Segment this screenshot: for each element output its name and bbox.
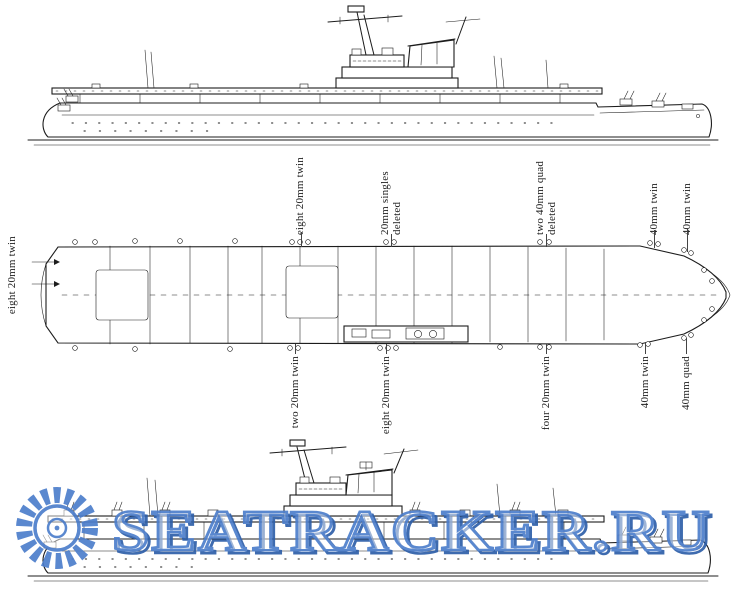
- leader-line: [686, 338, 687, 354]
- leader-line: [386, 344, 387, 354]
- annotation-bottom-4: 40mm twin: [639, 356, 651, 409]
- annotation-bottom-2: eight 20mm twin: [380, 356, 392, 435]
- side-profile-top-drawing: [27, 5, 719, 146]
- leader-line: [687, 228, 688, 252]
- gun-mounts-top-edge: [72, 238, 694, 256]
- leader-line: [546, 344, 547, 354]
- annotation-top-1: eight 20mm twin: [294, 156, 306, 235]
- sun-logo-icon: [16, 487, 98, 569]
- gun-mounts-bottom-edge: [72, 332, 694, 352]
- leader-line: [301, 232, 302, 247]
- annotation-bottom-1: two 20mm twin: [289, 356, 301, 429]
- watermark: SEATRACKER.RU SEATRACKER.RU: [16, 487, 715, 569]
- annotation-top-2: 20mm singles deleted: [379, 171, 403, 235]
- watermark-text: SEATRACKER.RU: [112, 498, 712, 563]
- annotation-left: eight 20mm twin: [6, 236, 18, 315]
- leader-line: [654, 230, 655, 248]
- leader-line: [295, 344, 296, 354]
- watermark-text-shadow: SEATRACKER.RU: [115, 501, 715, 566]
- leader-arrows: [31, 259, 60, 287]
- annotation-bottom-3: four 20mm twin: [540, 356, 552, 431]
- leader-line: [645, 342, 646, 354]
- leader-line: [391, 234, 392, 247]
- annotation-top-4: 40mm twin: [648, 182, 660, 235]
- plan-view-drawing: [31, 238, 731, 352]
- annotation-bottom-5: 40mm quad: [680, 356, 692, 411]
- annotation-top-3: two 40mm quad deleted: [534, 160, 558, 235]
- leader-line: [546, 234, 547, 247]
- gun-mounts-bow: [701, 267, 715, 323]
